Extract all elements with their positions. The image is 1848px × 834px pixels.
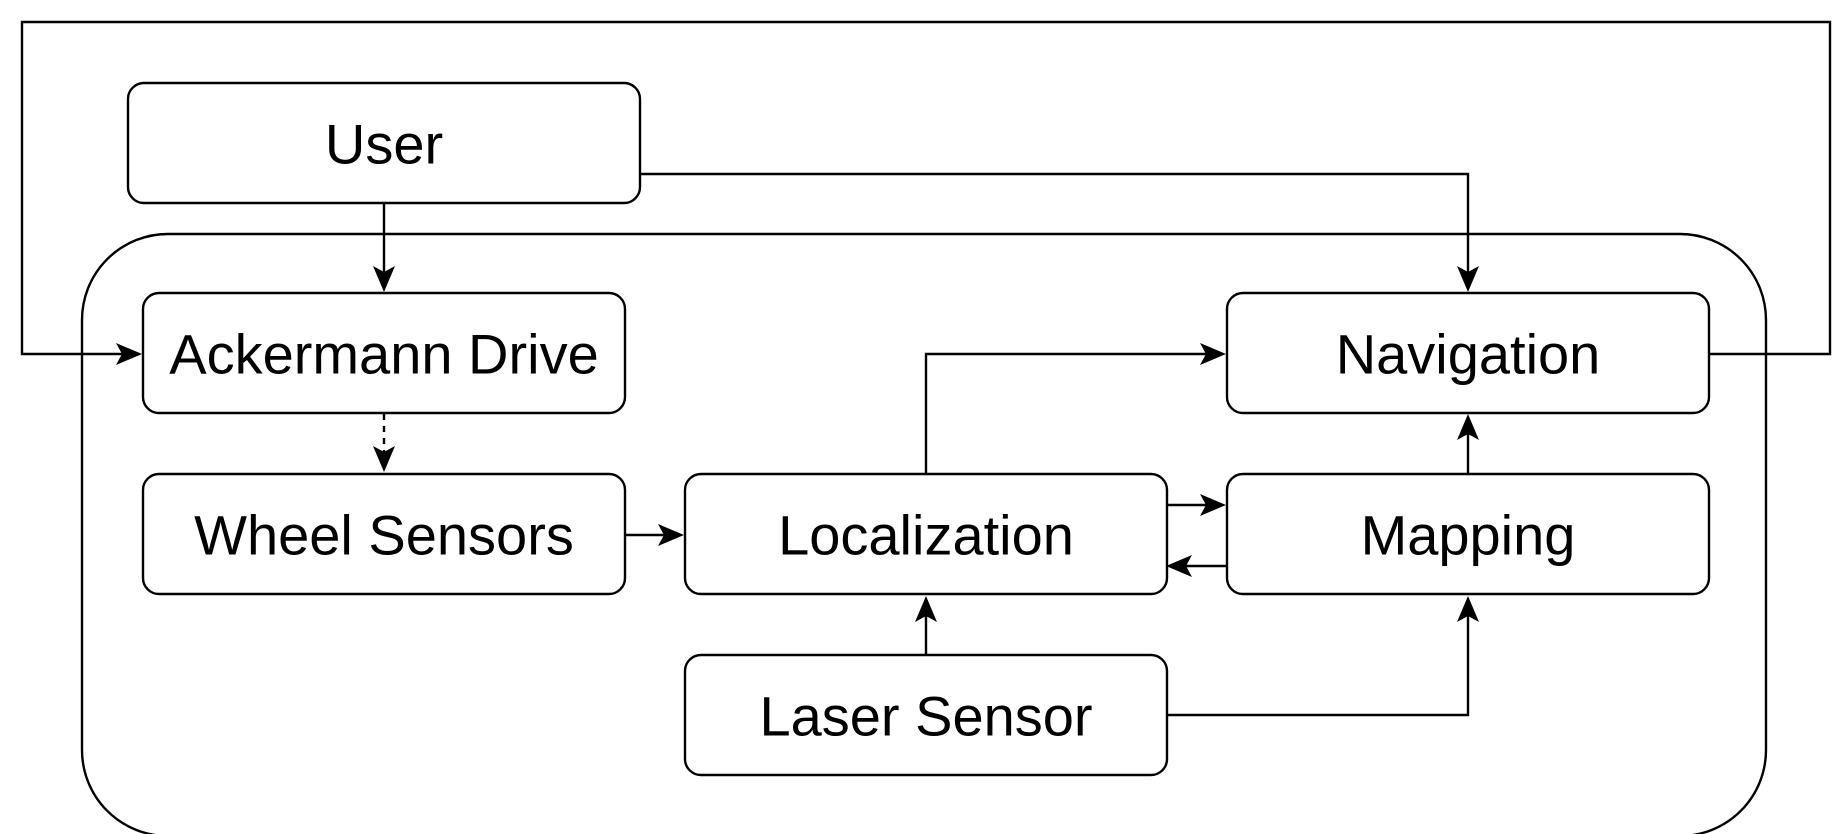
edge-user-to-navigation (640, 172, 1479, 292)
edge-laser-sensor-to-localization (915, 596, 937, 654)
node-user: User (126, 81, 642, 205)
node-ackermann-drive-label: Ackermann Drive (169, 323, 598, 386)
edge-localization-to-navigation (924, 343, 1226, 474)
node-wheel-sensors-label: Wheel Sensors (194, 504, 574, 567)
edge-localization-to-mapping (1166, 494, 1226, 516)
edge-mapping-to-navigation (1457, 414, 1479, 474)
node-navigation: Navigation (1225, 291, 1711, 415)
node-localization: Localization (683, 472, 1169, 596)
node-laser-sensor: Laser Sensor (683, 653, 1169, 777)
edge-wheel-sensors-to-localization (624, 524, 684, 546)
node-localization-label: Localization (778, 504, 1074, 567)
edge-laser-sensor-to-mapping (1166, 596, 1479, 717)
node-wheel-sensors: Wheel Sensors (141, 472, 627, 596)
edge-mapping-to-localization (1166, 555, 1226, 577)
robot-system-frame (80, 232, 1768, 834)
node-mapping-label: Mapping (1361, 504, 1576, 567)
node-laser-sensor-label: Laser Sensor (759, 685, 1092, 748)
edge-ackermann-drive-to-wheel-sensors (373, 414, 395, 472)
node-mapping: Mapping (1225, 472, 1711, 596)
edge-navigation-to-ackermann-drive (20, 20, 1832, 365)
node-navigation-label: Navigation (1336, 323, 1601, 386)
edge-user-to-ackermann-drive (373, 204, 395, 292)
node-ackermann-drive: Ackermann Drive (141, 291, 627, 415)
node-user-label: User (325, 113, 443, 176)
